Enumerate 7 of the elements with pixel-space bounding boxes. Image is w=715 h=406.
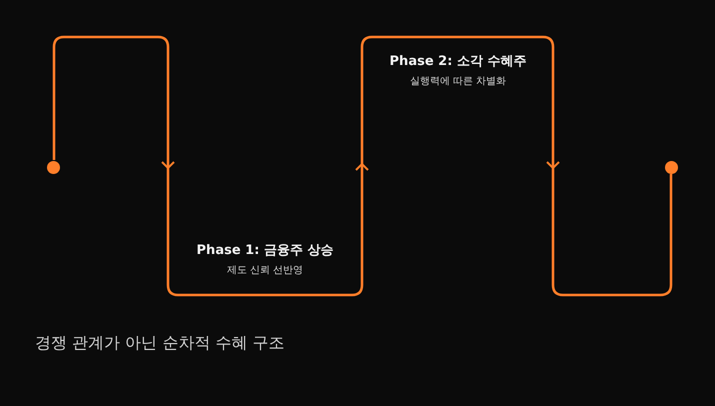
end-dot: [46, 160, 60, 174]
phase-heading: Phase 2: 소각 수혜주: [390, 53, 526, 70]
phase-heading: Phase 1: 금융주 상승: [196, 242, 334, 259]
caption: 경쟁 관계가 아닌 순차적 수혜 구조: [35, 333, 284, 354]
end-dot: [664, 160, 678, 174]
phase-subtitle: 실행력에 따른 차별화: [410, 75, 506, 88]
phase-subtitle: 제도 신뢰 선반영: [226, 264, 304, 277]
